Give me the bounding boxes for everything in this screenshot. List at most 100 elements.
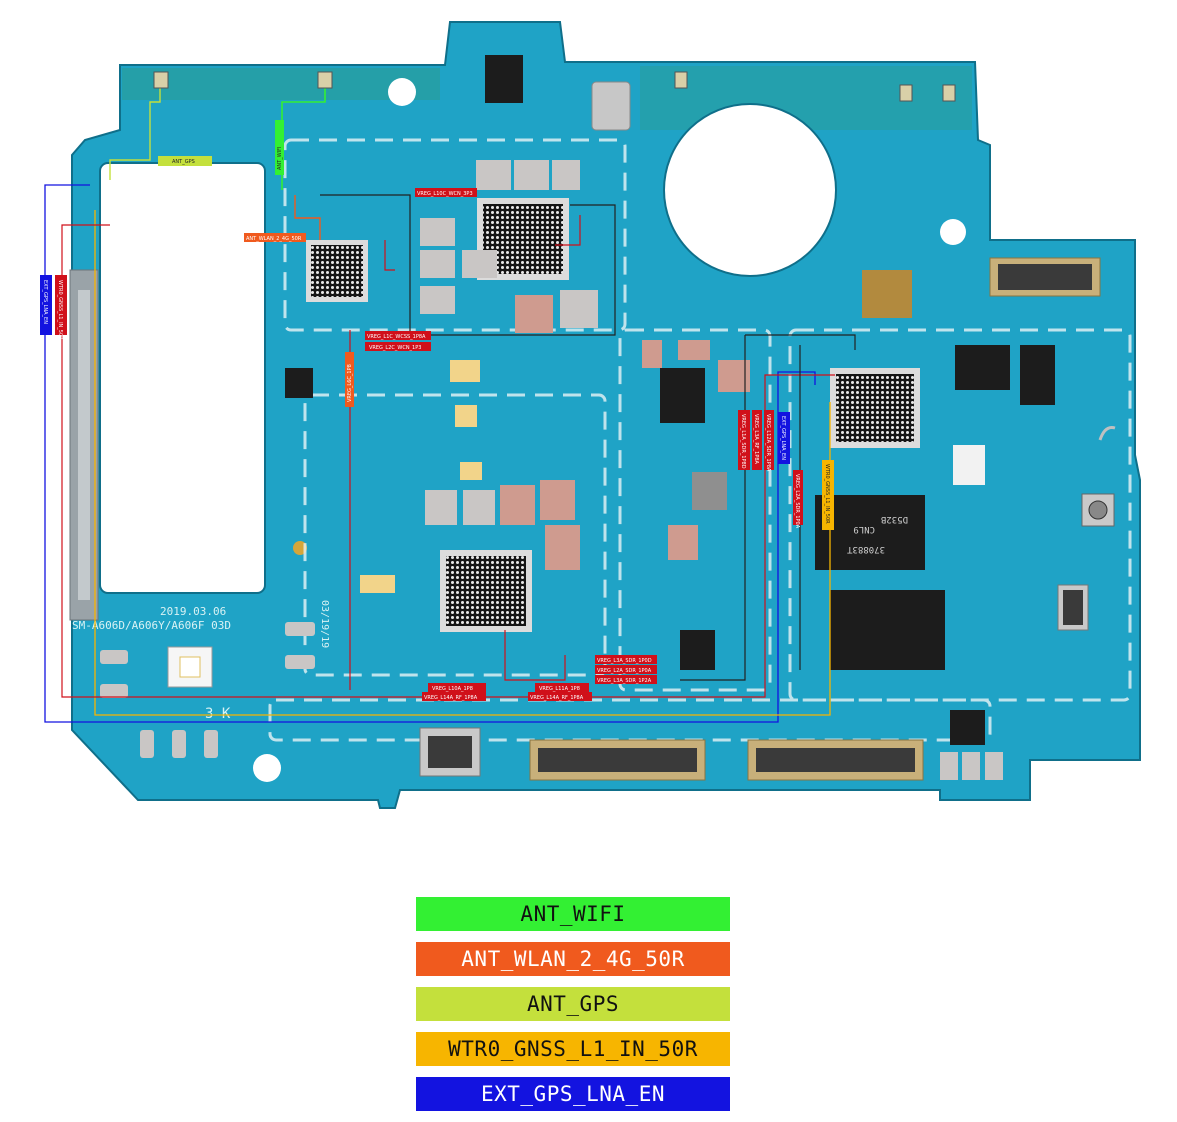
chip-marking: CNL9	[853, 524, 875, 534]
ic-chip	[485, 55, 523, 103]
ic-chip	[285, 368, 313, 398]
net-label-ant-gps-text: ANT_GPS	[172, 159, 195, 165]
pcb-camera-hole	[663, 103, 837, 277]
spring-contact	[1098, 426, 1116, 441]
net-label-vreg-l11a	[535, 683, 589, 692]
net-label-vreg-l2c	[365, 342, 431, 351]
net-label-vreg-l3a-3-text: VREG_L3A_SDR_1P2A	[597, 678, 652, 684]
legend-item-ext-gps-lna-en: EXT_GPS_LNA_EN	[416, 1077, 730, 1111]
net-label-wtr-right	[822, 460, 834, 530]
legend-item-wtr0-gnss-l1-in-50r: WTR0_GNSS_L1_IN_50R	[416, 1032, 730, 1066]
net-label-ant-wifi-text: ANT_WIFI	[277, 147, 283, 170]
trace-wtr0-gnss	[94, 210, 831, 716]
net-label-ant-wlan-text: ANT_WLAN_2_4G_50R	[246, 236, 302, 242]
net-label-vreg-l14a	[422, 692, 486, 701]
board-connector	[1057, 584, 1089, 631]
net-label-vreg-l3a-1-text: VREG_L3A_SDR_1P0D	[597, 658, 652, 664]
net-label-vreg-l1a-text: VREG_L1A_SDR_1P8D	[740, 414, 746, 469]
net-label-vreg-l10c-text: VREG_L10C_WCN_3P3	[417, 191, 473, 197]
ic-chip	[830, 590, 945, 670]
ic-chip	[950, 710, 985, 745]
pcb-edge-mask	[640, 66, 972, 130]
net-label-vreg-l14a-text: VREG_L14A_RF_1P8A	[424, 695, 478, 701]
net-label-wtr-right-text: WTR0_GNSS_L1_IN_50R	[824, 464, 830, 524]
net-label-vreg-vertical-text: VREG_L6C_1P8	[347, 364, 353, 402]
pcb-edge-mask	[122, 68, 440, 100]
net-label-vreg-l3a-2-text: VREG_L2A_SDR_1P0A	[597, 668, 652, 674]
board-connector	[419, 727, 481, 777]
net-label-ant-wlan	[244, 233, 306, 242]
silkscreen-rev: 03/19/19	[319, 600, 330, 648]
silkscreen-date: 2019.03.06	[160, 605, 226, 618]
net-label-ext-gps-left	[40, 275, 52, 335]
net-label-vreg-l3a-text: VREG_L3A_RF_1P8A	[753, 414, 759, 465]
legend-item-ant-wifi: ANT_WIFI	[416, 897, 730, 931]
gold-ic	[862, 270, 912, 318]
pcb-mount-hole	[940, 219, 966, 245]
chip-marking: 370883T	[846, 544, 885, 554]
legend-item-ant-wlan-2-4g-50r: ANT_WLAN_2_4G_50R	[416, 942, 730, 976]
white-part	[953, 445, 985, 485]
net-label-vreg-l10a	[428, 683, 486, 692]
net-label-vreg-l2a	[793, 470, 803, 525]
net-label-ext-gps-right	[778, 412, 790, 464]
antenna-pad	[899, 84, 913, 102]
net-label-vreg-l14a-b	[528, 692, 592, 701]
flash-led	[179, 656, 201, 678]
net-label-vreg-l1a	[738, 410, 750, 470]
trace-vreg	[384, 215, 581, 681]
net-legend: ANT_WIFI ANT_WLAN_2_4G_50R ANT_GPS WTR0_GNS…	[416, 897, 730, 1122]
rf-coax-connector	[1088, 500, 1108, 520]
net-label-vreg-l2c-text: VREG_L2C_WCN_1P3	[369, 345, 421, 351]
net-label-ext-gps-right-text: EXT_GPS_LNA_EN	[780, 416, 786, 460]
bga-chip	[306, 240, 368, 302]
net-label-ext-gps-left-text: EXT_GPS_LNA_EN	[42, 280, 48, 324]
board-connector	[747, 739, 924, 781]
shield-bracket	[78, 290, 90, 600]
net-label-vreg-l1c	[365, 331, 431, 340]
antenna-pad	[153, 71, 169, 89]
trace-ant-wlan	[294, 195, 321, 240]
antenna-pad	[674, 71, 688, 89]
trace-vreg	[61, 224, 835, 698]
net-label-vreg-left	[55, 275, 67, 335]
net-label-vreg-l11a-text: VREG_L11A_1P8	[539, 686, 580, 692]
net-label-vreg-l12a	[764, 410, 774, 470]
net-label-vreg-l2a-text: VREG_L2A_SDR_1P0A	[794, 474, 800, 529]
net-label-ant-gps	[158, 156, 212, 166]
legend-item-ant-gps: ANT_GPS	[416, 987, 730, 1021]
ic-chip	[1020, 345, 1055, 405]
silkscreen-k: 3 K	[205, 706, 231, 722]
net-label-vreg-l12a-text: VREG_L12A_SDR_1P8A	[765, 414, 771, 472]
net-label-vreg-l1c-text: VREG_L1C_WCSS_1P8A	[367, 334, 426, 340]
trace-ext-gps-lna-en	[44, 184, 816, 723]
shield-frame	[268, 138, 1132, 742]
pcb-mount-hole	[253, 754, 281, 782]
net-label-ant-wifi	[275, 120, 284, 175]
net-label-vreg-vertical	[345, 352, 354, 407]
net-label-vreg-l10c	[415, 188, 477, 197]
board-connector	[989, 257, 1101, 297]
board-connector	[529, 739, 706, 781]
net-label-vreg-l14a-b-text: VREG_L14A_RF_1P8A	[530, 695, 584, 701]
pcb-cutout	[99, 162, 266, 594]
silkscreen-model: SM-A606D/A606Y/A606F 03D	[72, 619, 231, 632]
pcb-board-diagram: 2019.03.06 SM-A606D/A606Y/A606F 03D 03/1…	[40, 21, 1141, 809]
ic-chip	[955, 345, 1010, 390]
passive-parts	[100, 160, 1003, 780]
bga-chip	[440, 550, 532, 632]
ic-chip	[680, 630, 715, 670]
net-label-vreg-l3a-3	[595, 675, 657, 684]
net-label-vreg-l3a	[752, 410, 762, 470]
antenna-pad	[942, 84, 956, 102]
bga-chip	[830, 368, 920, 448]
gray-ic	[692, 472, 727, 510]
net-label-vreg-l3a-1	[595, 655, 657, 664]
crystal	[591, 81, 631, 131]
net-label-vreg-l10a-text: VREG_L10A_1P8	[432, 686, 473, 692]
pcb-mount-hole	[388, 78, 416, 106]
net-label-vreg-l3a-2	[595, 665, 657, 674]
ic-chip	[660, 368, 705, 423]
antenna-pad	[317, 71, 333, 89]
net-label-vreg-left-text: WTR0_GNSS_L1_IN_50R	[57, 280, 63, 340]
